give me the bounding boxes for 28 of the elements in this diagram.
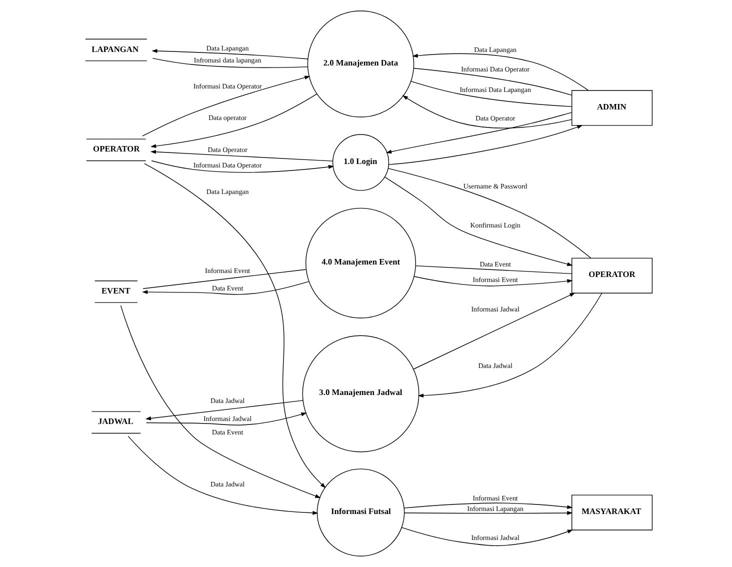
arrow bbox=[150, 150, 334, 162]
arrow bbox=[388, 125, 583, 165]
arrow bbox=[144, 163, 326, 488]
arrow bbox=[414, 276, 573, 286]
arrow bbox=[150, 94, 318, 148]
arrow bbox=[386, 112, 572, 154]
arrow bbox=[384, 176, 573, 266]
arrow bbox=[128, 436, 318, 515]
arrow bbox=[120, 305, 321, 498]
arrow bbox=[145, 400, 304, 420]
connector bbox=[388, 168, 592, 258]
connector bbox=[410, 80, 572, 107]
arrow bbox=[402, 95, 572, 128]
arrow bbox=[146, 412, 307, 426]
arrow bbox=[151, 160, 334, 173]
arrow bbox=[404, 511, 573, 515]
connector bbox=[142, 269, 306, 289]
connector bbox=[413, 68, 572, 96]
arrow bbox=[142, 281, 309, 295]
connector bbox=[152, 58, 308, 68]
arrow bbox=[413, 292, 576, 370]
connector bbox=[416, 265, 572, 274]
arrow bbox=[418, 292, 602, 398]
arrow bbox=[401, 527, 573, 546]
arrow bbox=[412, 53, 589, 91]
arrow bbox=[404, 502, 573, 510]
arrow bbox=[142, 76, 310, 136]
arrow bbox=[152, 49, 308, 60]
